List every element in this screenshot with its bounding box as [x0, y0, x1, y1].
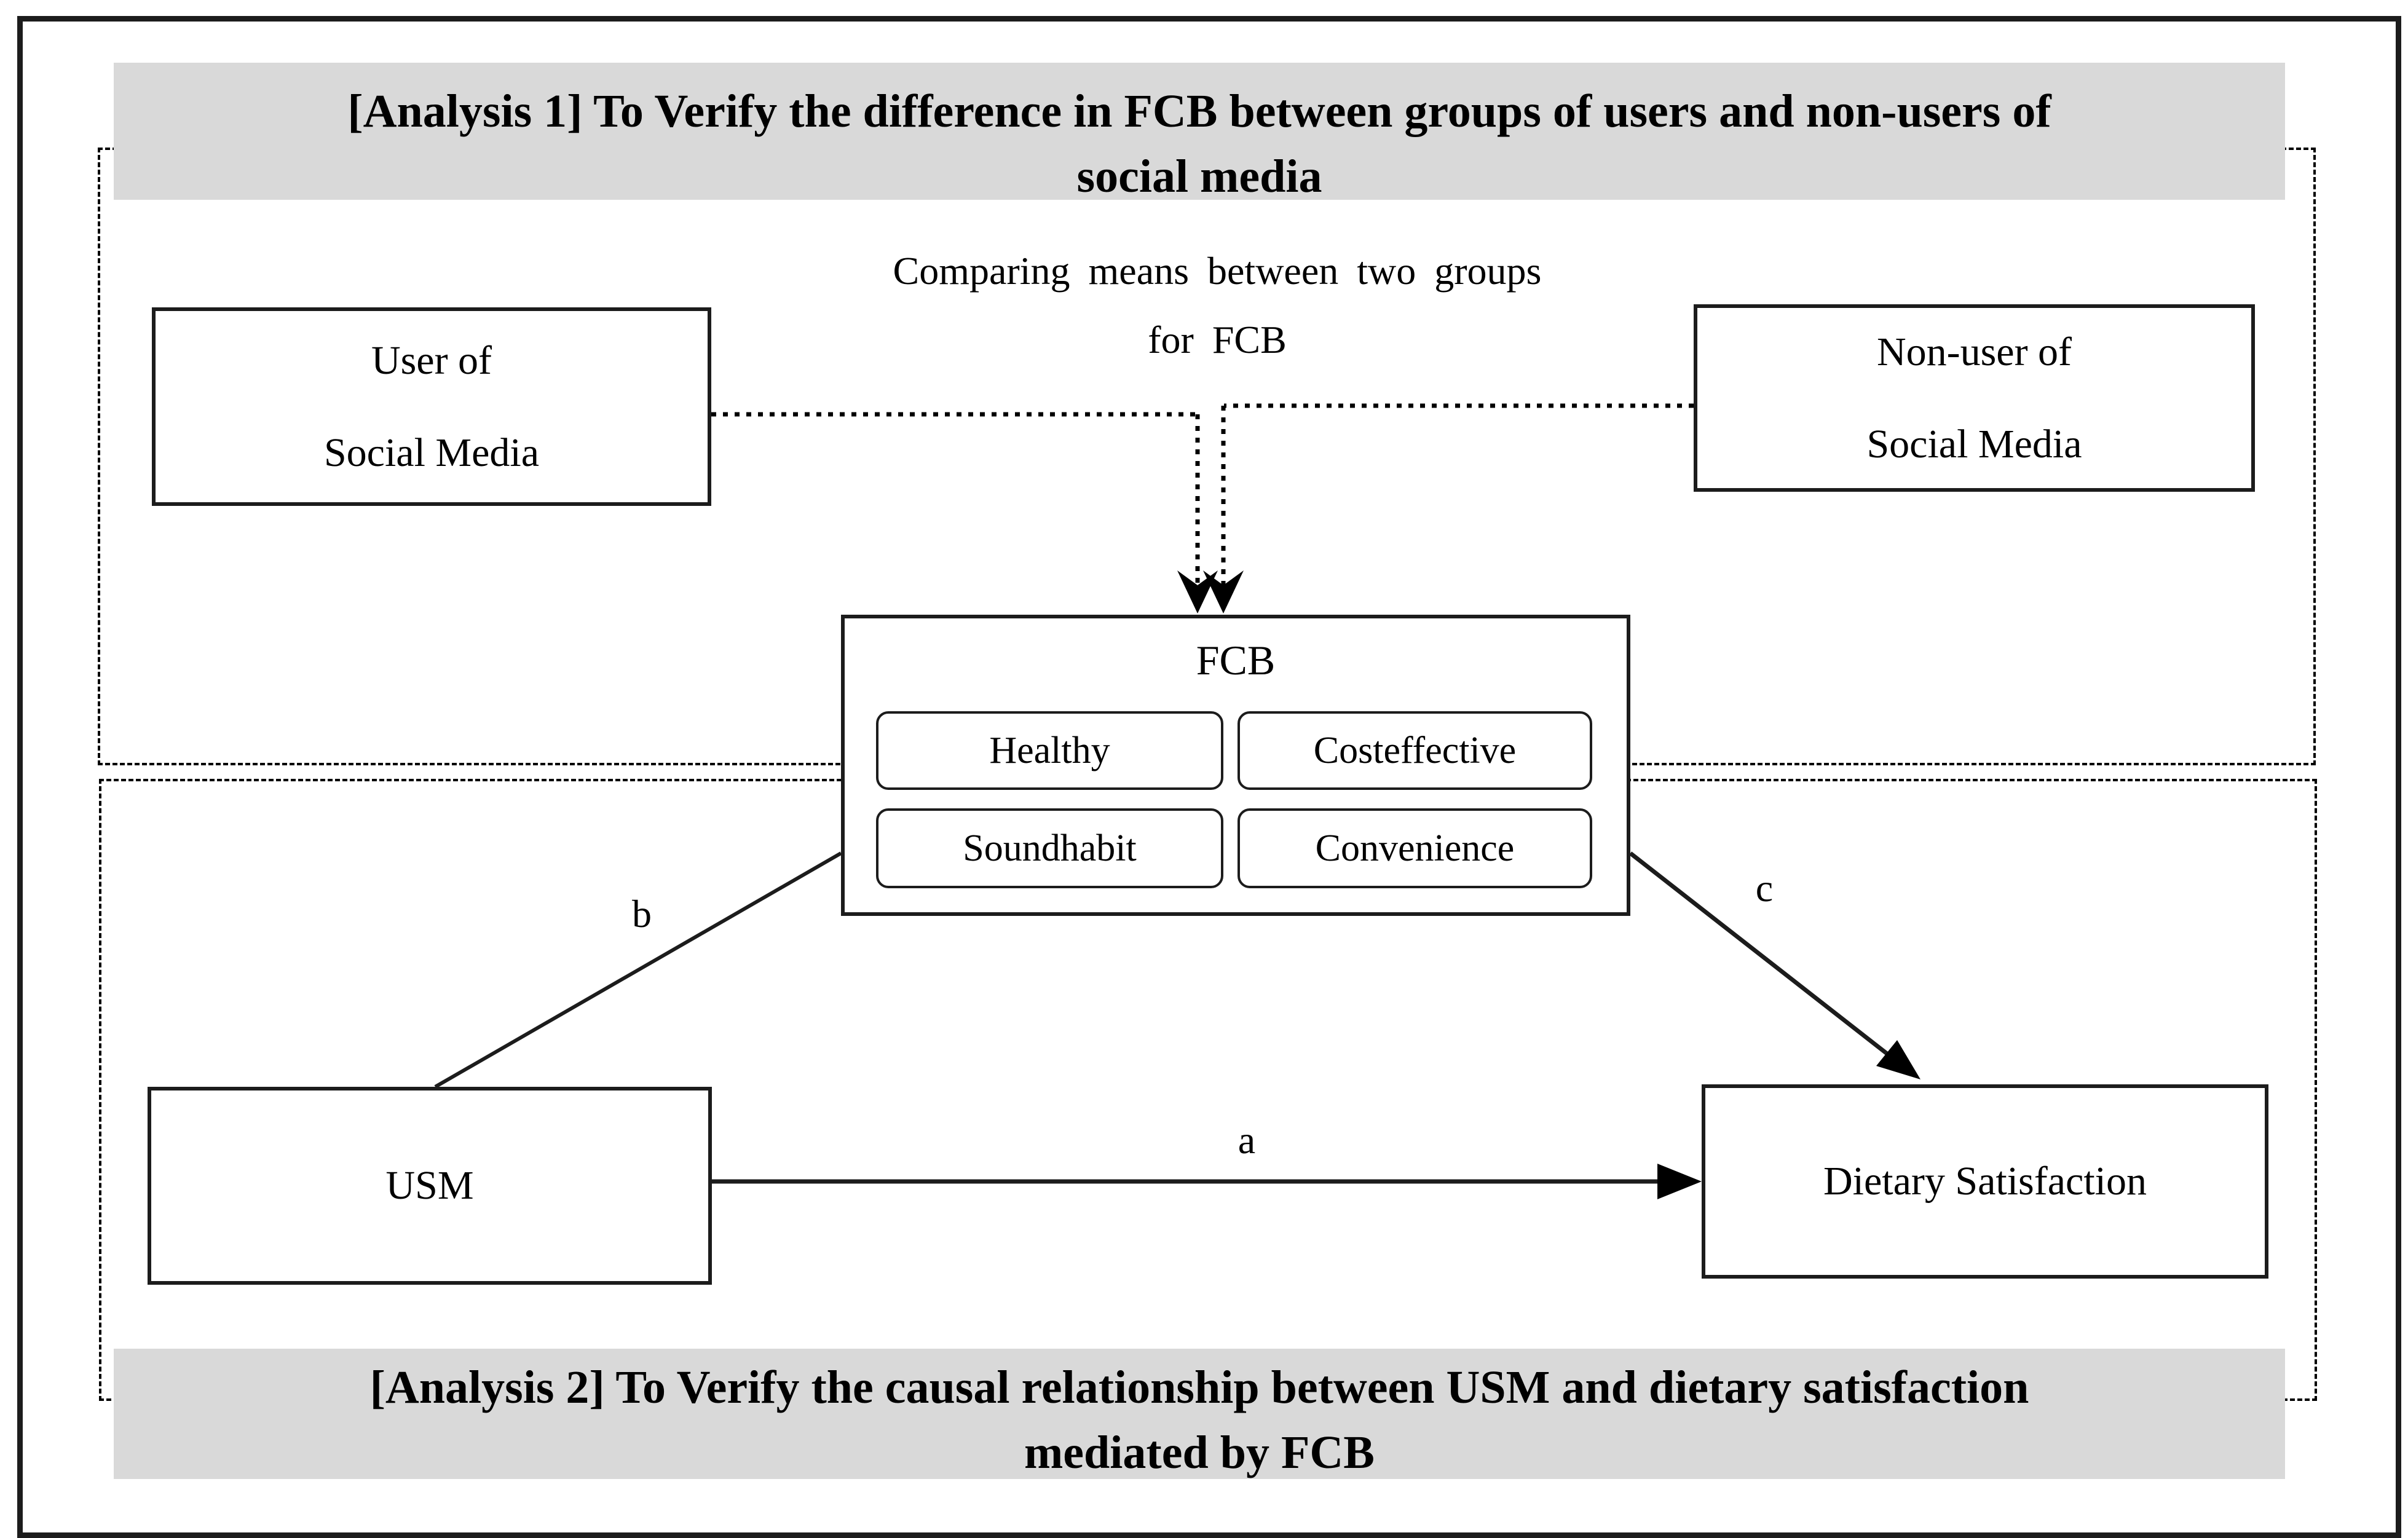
indicator-convenience-label: Convenience [1315, 827, 1515, 869]
analysis1-banner: [Analysis 1] To Verify the difference in… [114, 63, 2285, 202]
analysis2-banner-line2: mediated by FCB [1024, 1427, 1375, 1478]
user-box-line2: Social Media [323, 430, 540, 475]
usm-box: USM [148, 1087, 712, 1285]
indicator-soundhabit-box: Soundhabit [876, 808, 1223, 888]
indicator-costeffective-label: Costeffective [1313, 729, 1517, 771]
user-of-social-media-box: User of Social Media [152, 307, 711, 506]
indicator-soundhabit-label: Soundhabit [963, 827, 1137, 869]
indicator-convenience-box: Convenience [1238, 808, 1592, 888]
figure-outer-frame: [Analysis 1] To Verify the difference in… [17, 16, 2401, 1538]
comparing-note-line2: for FCB [1148, 318, 1287, 361]
usm-label: USM [385, 1163, 474, 1208]
comparing-note: Comparing means between two groups for F… [707, 237, 1727, 374]
nonuser-box-line2: Social Media [1866, 421, 2082, 467]
non-user-of-social-media-box: Non-user of Social Media [1694, 304, 2255, 492]
path-label-b: b [632, 892, 652, 936]
indicator-healthy-box: Healthy [876, 711, 1223, 790]
analysis2-banner-line1: [Analysis 2] To Verify the causal relati… [369, 1362, 2029, 1413]
fcb-box: FCB Healthy Costeffective Soundhabit Con… [841, 615, 1630, 916]
user-box-line1: User of [371, 337, 492, 383]
analysis2-banner: [Analysis 2] To Verify the causal relati… [114, 1349, 2285, 1479]
indicator-healthy-label: Healthy [989, 729, 1110, 771]
dietary-satisfaction-label: Dietary Satisfaction [1823, 1159, 2147, 1204]
indicator-costeffective-box: Costeffective [1238, 711, 1592, 790]
fcb-title: FCB [1196, 637, 1276, 684]
dietary-satisfaction-box: Dietary Satisfaction [1702, 1084, 2268, 1279]
path-label-a: a [1238, 1118, 1256, 1162]
analysis1-banner-line1: [Analysis 1] To Verify the difference in… [347, 85, 2051, 137]
nonuser-box-line1: Non-user of [1876, 329, 2072, 374]
comparing-note-line1: Comparing means between two groups [893, 249, 1542, 293]
path-label-c: c [1755, 866, 1774, 910]
analysis1-banner-line2: social media [1076, 151, 1322, 202]
